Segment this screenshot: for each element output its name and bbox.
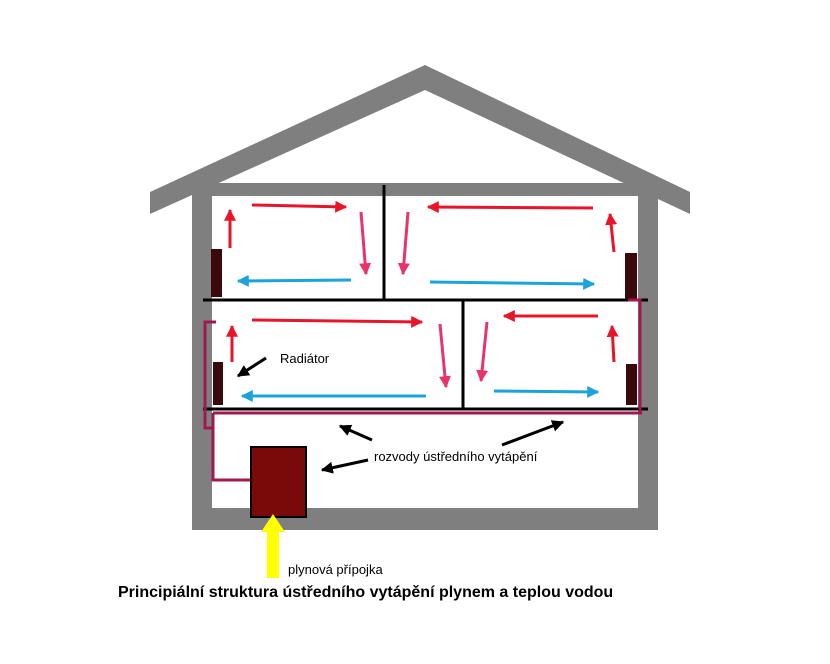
pointer-radiator	[236, 356, 267, 378]
radiator-middle-left	[213, 362, 223, 405]
flow-rising-top-right	[605, 212, 618, 253]
flow-down-middle-left	[438, 323, 451, 389]
pointer-boiler	[320, 458, 369, 474]
flow-down-middle-right	[476, 321, 489, 383]
label-gas: plynová přípojka	[288, 562, 383, 577]
radiator-top-left	[211, 249, 222, 297]
flow-hot-top-left	[251, 200, 348, 213]
flow-down-top-left	[359, 211, 372, 276]
radiator-top-right	[625, 253, 637, 299]
flow-cold-top-left	[236, 274, 352, 287]
pointer-pipes-left	[338, 424, 373, 442]
caption: Principiální struktura ústředního vytápě…	[118, 584, 613, 601]
flow-down-top-right	[397, 211, 410, 276]
boiler	[250, 446, 307, 518]
flow-rising-middle-right	[606, 324, 619, 363]
label-pipes: rozvody ústředního vytápění	[374, 449, 538, 464]
radiator-middle-right	[626, 364, 637, 405]
flow-cold-top-right	[429, 277, 596, 290]
pipe-main	[203, 320, 252, 482]
pointer-pipes-right	[501, 420, 565, 447]
label-radiator: Radiátor	[280, 351, 330, 366]
gas-supply-arrow	[261, 514, 285, 578]
pipe-riser-right	[628, 298, 642, 413]
flow-hot-top-right	[426, 201, 594, 214]
flow-cold-middle-right	[493, 385, 600, 398]
flow-hot-middle-left	[251, 315, 424, 328]
